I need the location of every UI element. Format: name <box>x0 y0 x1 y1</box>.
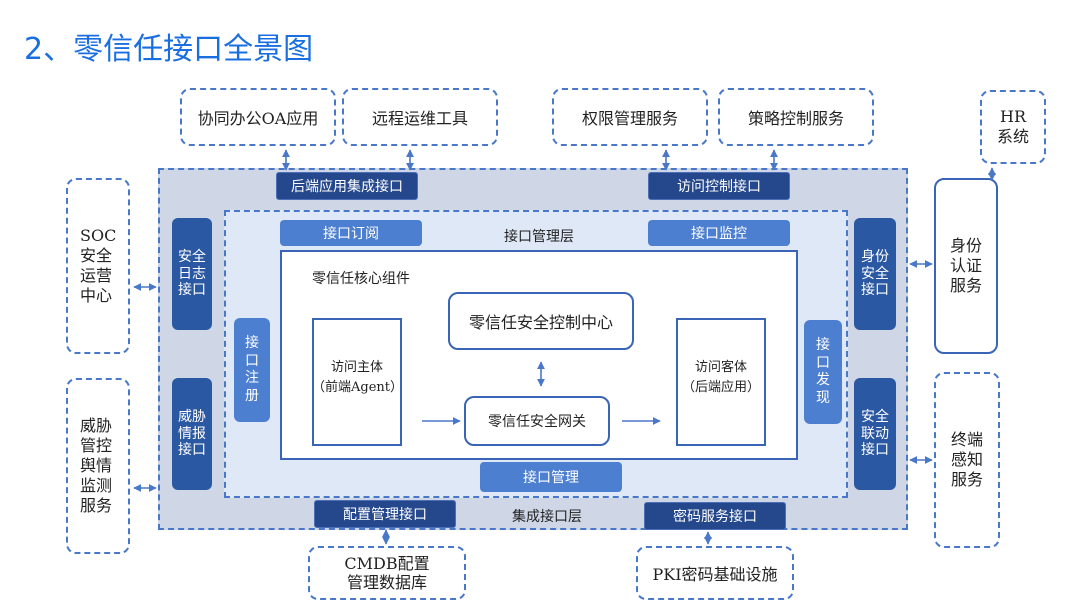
page-title: 2、零信任接口全景图 <box>24 32 314 67</box>
threat-intel-interface: 威胁 情报 接口 <box>172 378 212 490</box>
core-components-label: 零信任核心组件 <box>312 271 410 287</box>
integration-layer-label: 集成接口层 <box>512 509 582 525</box>
threat-monitor-box: 威胁 管控 舆情 监测 服务 <box>66 378 130 554</box>
interface-manage: 接口管理 <box>480 462 622 492</box>
permission-service-box: 权限管理服务 <box>552 88 708 146</box>
access-object-box <box>676 318 766 446</box>
crypto-service-interface: 密码服务接口 <box>644 502 786 530</box>
interface-monitor: 接口监控 <box>648 220 790 246</box>
pki-box: PKI密码基础设施 <box>636 546 794 600</box>
oa-app-box: 协同办公OA应用 <box>180 88 336 146</box>
hr-system-box: HR 系统 <box>980 90 1046 164</box>
security-log-interface: 安全 日志 接口 <box>172 218 212 330</box>
remote-ops-box: 远程运维工具 <box>342 88 498 146</box>
access-control-interface: 访问控制接口 <box>648 172 790 200</box>
terminal-awareness-box: 终端 感知 服务 <box>934 372 1000 548</box>
control-center-box: 零信任安全控制中心 <box>448 292 634 350</box>
backend-app-integration-interface: 后端应用集成接口 <box>276 172 418 200</box>
access-object-label: 访问客体 （后端应用） <box>681 360 760 395</box>
identity-auth-service-box: 身份 认证 服务 <box>934 178 998 354</box>
interface-subscribe: 接口订阅 <box>280 220 422 246</box>
access-subject-box <box>312 318 402 446</box>
access-subject-label: 访问主体 （前端Agent） <box>312 360 404 395</box>
cmdb-box: CMDB配置 管理数据库 <box>308 546 466 600</box>
config-management-interface: 配置管理接口 <box>314 500 456 528</box>
identity-security-interface: 身份 安全 接口 <box>854 218 896 330</box>
security-linkage-interface: 安全 联动 接口 <box>854 378 896 490</box>
policy-service-box: 策略控制服务 <box>718 88 874 146</box>
interface-discover: 接 口 发 现 <box>804 320 842 424</box>
interface-register: 接 口 注 册 <box>234 318 270 422</box>
security-gateway-box: 零信任安全网关 <box>464 396 610 446</box>
soc-box: SOC 安全 运营 中心 <box>66 178 130 354</box>
management-layer-label: 接口管理层 <box>504 229 574 245</box>
